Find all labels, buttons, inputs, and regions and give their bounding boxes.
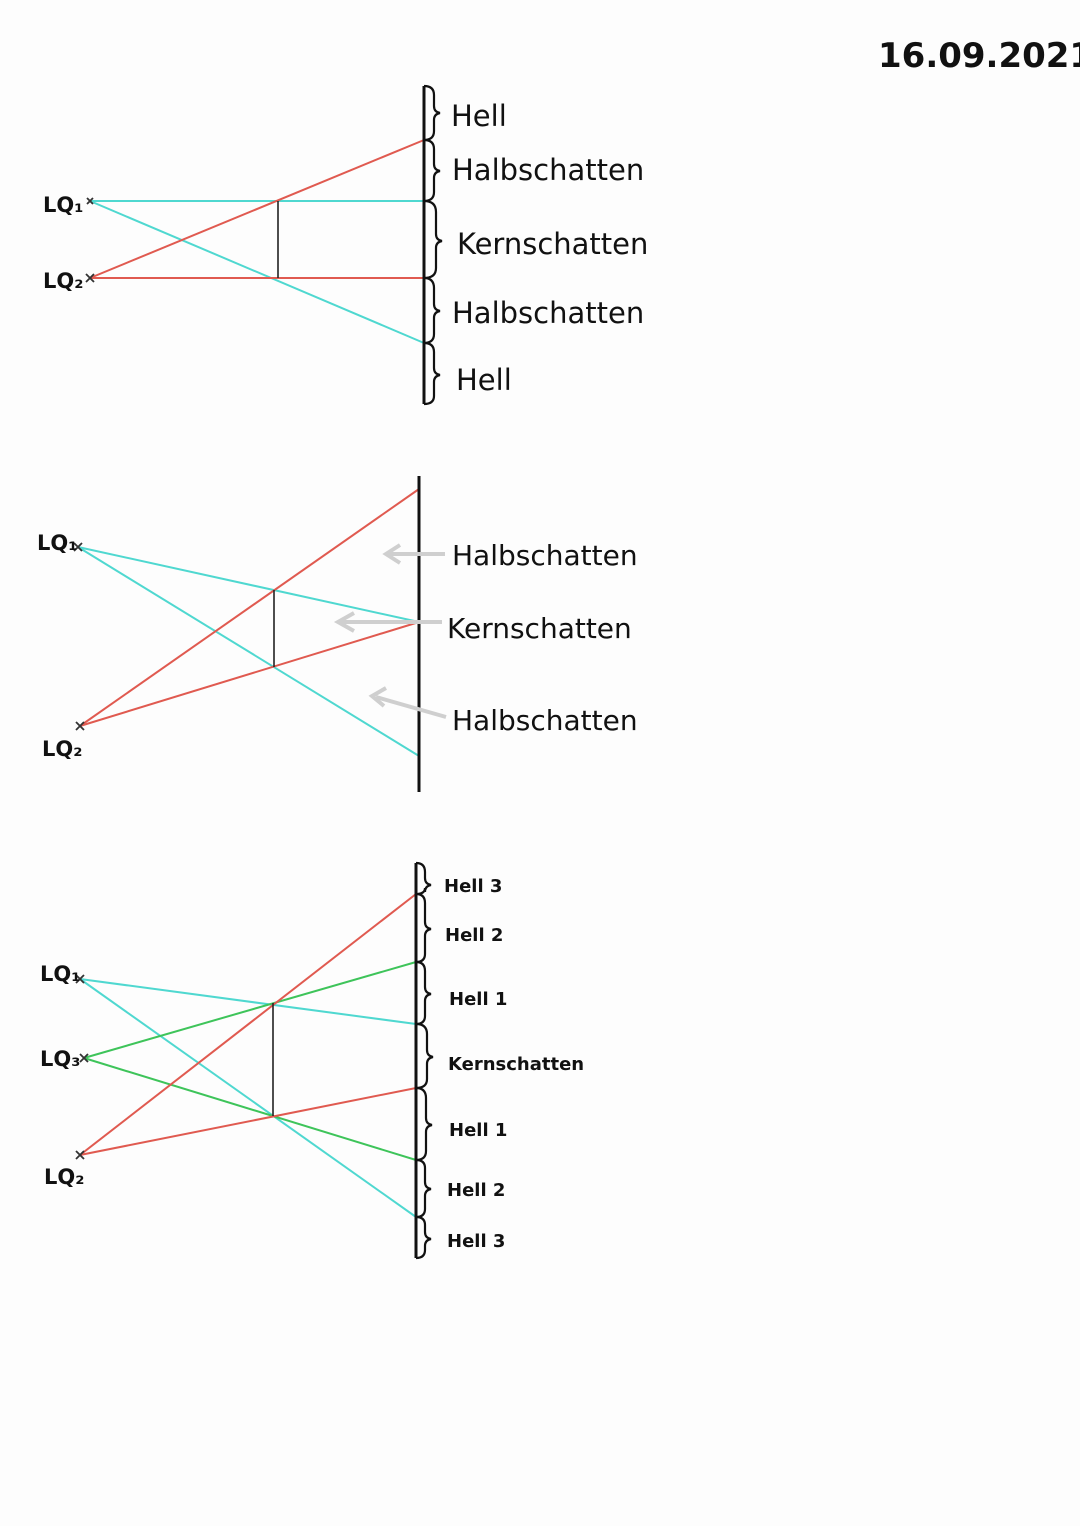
- ray-lq2-lower: [79, 621, 420, 727]
- ray-lq2-lower: [79, 1087, 417, 1156]
- source-label-lq1: LQ₁: [40, 962, 80, 986]
- ray-lq2-upper: [79, 893, 417, 1156]
- brace-region-2: [415, 892, 432, 964]
- source-label-lq2: LQ₂: [43, 269, 83, 293]
- ray-lq1-upper: [77, 546, 420, 623]
- source-mark-lq3: [79, 1053, 89, 1063]
- diagram-2: LQ₁ LQ₂ Halbschatten Kernschatten Halbsc…: [37, 476, 638, 792]
- source-label-lq2: LQ₂: [44, 1165, 84, 1189]
- diagram-1: LQ₁ LQ₂ Hell Halbschatten Kernschatten H…: [43, 84, 648, 406]
- diagram-3: LQ₁ LQ₃ LQ₂ Hell 3 Hell 2 Hell 1 Kernsch…: [40, 861, 584, 1260]
- source-label-lq1: LQ₁: [37, 531, 77, 555]
- ray-lq2-upper: [89, 139, 425, 279]
- region-label-hell-top: Hell: [451, 99, 507, 133]
- region-label-hell-bottom: Hell: [456, 363, 512, 397]
- ray-lq3-upper: [83, 961, 417, 1059]
- brace-region-4: [423, 276, 441, 345]
- source-mark-lq2: [75, 721, 85, 731]
- ray-lq1-upper: [79, 978, 417, 1025]
- region-label-kernschatten: Kernschatten: [447, 612, 632, 645]
- ray-lq1-lower: [77, 546, 420, 757]
- source-label-lq1: LQ₁: [43, 193, 83, 217]
- brace-region-5: [423, 341, 441, 406]
- region-label-kernschatten: Kernschatten: [457, 227, 648, 261]
- brace-region-7: [415, 1215, 432, 1260]
- arrow-kernschatten: [333, 611, 442, 633]
- brace-region-3: [423, 199, 443, 280]
- source-mark-lq1: [86, 197, 94, 205]
- region-label-hell-2-bottom: Hell 2: [447, 1180, 505, 1201]
- ray-lq2-upper: [79, 488, 420, 727]
- source-mark-lq2: [85, 273, 95, 283]
- source-mark-lq1: [75, 974, 85, 984]
- arrow-halbschatten-upper: [382, 543, 445, 565]
- brace-region-4: [415, 1022, 434, 1090]
- arrow-halbschatten-lower: [368, 686, 447, 719]
- ray-lq3-lower: [83, 1057, 417, 1161]
- brace-region-2: [423, 138, 441, 203]
- region-label-hell-1-top: Hell 1: [449, 989, 507, 1010]
- brace-region-6: [415, 1158, 432, 1219]
- brace-region-1: [423, 84, 441, 142]
- date-label: 16.09.2021: [878, 36, 1080, 76]
- region-label-halbschatten-upper: Halbschatten: [452, 539, 638, 572]
- region-label-hell-2-top: Hell 2: [445, 925, 503, 946]
- brace-region-1: [415, 861, 432, 896]
- brace-region-3: [415, 960, 432, 1026]
- region-label-kernschatten: Kernschatten: [448, 1054, 584, 1075]
- source-mark-lq1: [73, 542, 83, 552]
- region-label-hell-3-top: Hell 3: [444, 876, 502, 897]
- source-label-lq3: LQ₃: [40, 1047, 80, 1071]
- region-label-hell-1-bottom: Hell 1: [449, 1120, 507, 1141]
- source-mark-lq2: [75, 1150, 85, 1160]
- ray-lq1-lower: [89, 200, 425, 344]
- brace-region-5: [415, 1086, 433, 1162]
- region-label-halbschatten-lower: Halbschatten: [452, 704, 638, 737]
- source-label-lq2: LQ₂: [42, 737, 82, 761]
- region-label-halbschatten-upper: Halbschatten: [452, 153, 644, 187]
- region-label-hell-3-bottom: Hell 3: [447, 1231, 505, 1252]
- region-label-halbschatten-lower: Halbschatten: [452, 296, 644, 330]
- ray-lq1-lower: [79, 978, 417, 1218]
